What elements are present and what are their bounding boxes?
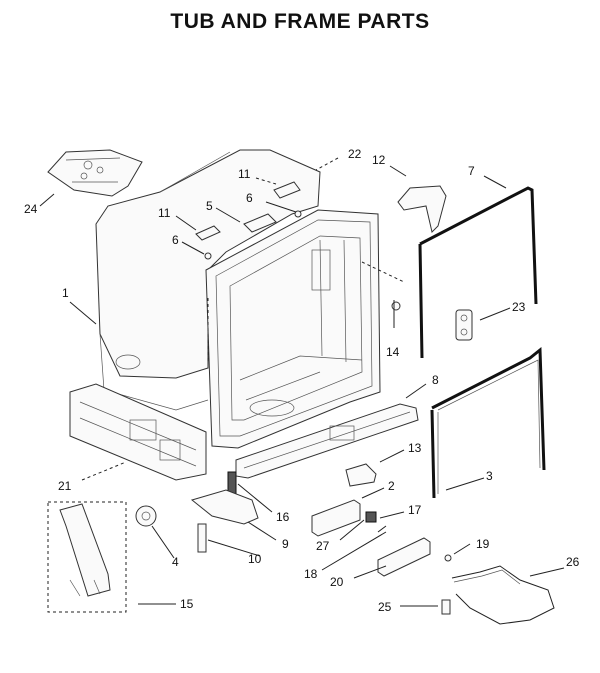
part-9-foot-bracket xyxy=(190,489,259,525)
callout-13: 13 xyxy=(408,441,422,455)
callout-17: 17 xyxy=(408,503,422,517)
callout-11-lower: 11 xyxy=(158,206,171,220)
callout-6-upper: 6 xyxy=(246,191,253,205)
callout-19: 19 xyxy=(476,537,490,551)
hinge-hardware xyxy=(195,181,302,260)
callout-12: 12 xyxy=(372,153,386,167)
part-20-cover-panel xyxy=(377,537,431,577)
callout-4: 4 xyxy=(172,555,179,569)
callout-10: 10 xyxy=(248,552,262,566)
callout-5: 5 xyxy=(206,199,213,213)
leader-lines xyxy=(39,157,565,607)
part-1-insulation-blanket xyxy=(95,149,321,411)
callout-2: 2 xyxy=(388,479,395,493)
part-2-mount-bracket xyxy=(311,499,361,537)
part-23-door-strike xyxy=(455,309,473,341)
callout-18: 18 xyxy=(304,567,318,581)
callout-16: 16 xyxy=(276,510,290,524)
callout-9: 9 xyxy=(282,537,289,551)
part-26-wire-harness xyxy=(451,565,555,625)
callout-22: 22 xyxy=(348,147,362,161)
callout-26: 26 xyxy=(566,555,580,569)
part-10-leg-post xyxy=(197,523,207,553)
callout-20: 20 xyxy=(330,575,344,589)
callout-7: 7 xyxy=(468,164,475,178)
callout-23: 23 xyxy=(512,300,526,314)
callout-3: 3 xyxy=(486,469,493,483)
part-15-toe-panel-assembly xyxy=(47,501,127,613)
tub-assembly xyxy=(205,209,405,449)
part-27-clip xyxy=(365,511,377,523)
callout-11-upper: 11 xyxy=(238,167,251,181)
part-25-fitting xyxy=(441,599,451,615)
callout-6-lower: 6 xyxy=(172,233,179,247)
callout-27: 27 xyxy=(316,539,330,553)
part-17-screw xyxy=(377,525,387,533)
callout-24: 24 xyxy=(24,202,38,216)
callout-21: 21 xyxy=(58,479,72,493)
part-13-bracket xyxy=(345,463,377,487)
part-19-screw xyxy=(444,554,452,562)
callout-labels: 24 1 22 12 7 11 6 5 11 6 14 23 8 13 3 2 … xyxy=(24,147,580,614)
diagram-title: TUB AND FRAME PARTS xyxy=(170,10,430,33)
part-12-hinge-bracket xyxy=(397,185,447,233)
part-7-door-gasket xyxy=(418,186,538,359)
part-3-tub-gasket xyxy=(430,346,546,499)
part-24-literature-bag xyxy=(47,149,143,197)
callout-25: 25 xyxy=(378,600,392,614)
part-4-wheel xyxy=(135,505,157,527)
callout-14: 14 xyxy=(386,345,400,359)
callout-8: 8 xyxy=(432,373,439,387)
part-14-stud xyxy=(391,301,401,311)
callout-15: 15 xyxy=(180,597,194,611)
callout-1: 1 xyxy=(62,286,69,300)
part-21-base-frame xyxy=(69,383,207,481)
